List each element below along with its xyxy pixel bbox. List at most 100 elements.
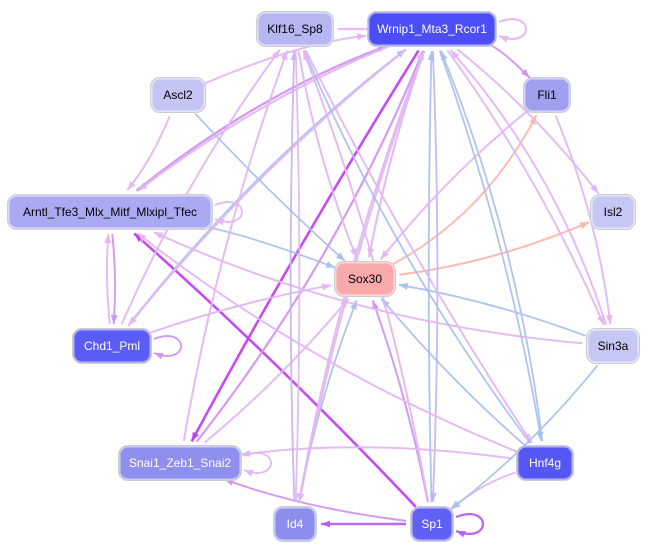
arrowhead-icon [451,500,461,510]
edge [289,50,296,503]
node-label: Arntl_Tfe3_Mlx_Mitf_Mlxipl_Tfec [22,205,198,219]
edge [153,231,583,345]
edge [133,232,417,508]
edge [182,50,289,442]
node-Id4[interactable]: Id4 [273,506,317,542]
arrowhead-icon [137,233,147,242]
node-label: Snai1_Zeb1_Snai2 [128,456,232,470]
node-label: Id4 [286,517,304,531]
arrowhead-icon [536,431,544,442]
edge [120,49,281,325]
node-Wrnip1_Mta3_Rcor1[interactable]: Wrnip1_Mta3_Rcor1 [367,11,497,47]
edge [297,50,358,259]
arrowhead-icon [215,219,225,226]
edge [126,115,171,191]
edge [204,34,367,85]
node-label: Isl2 [603,205,623,219]
edge [298,300,358,503]
edge [195,224,336,269]
edge [379,110,529,260]
arrowhead-icon [349,248,357,258]
edge [153,335,182,357]
edge [240,446,513,460]
node-Chd1_Pml[interactable]: Chd1_Pml [72,328,152,364]
arrowhead-icon [372,300,380,311]
edge [243,452,272,474]
edge [450,364,599,510]
node-label: Sox30 [347,272,383,286]
edge [399,221,590,276]
node-Isl2[interactable]: Isl2 [590,194,636,230]
arrowhead-icon [134,233,144,243]
arrowhead-icon [335,252,345,261]
node-Klf16_Sp8[interactable]: Klf16_Sp8 [256,11,334,47]
edge [398,283,586,337]
node-label: Klf16_Sp8 [267,22,323,36]
arrowhead-icon [104,233,112,244]
arrowhead-icon [280,50,288,61]
edge [190,49,420,442]
arrowhead-icon [303,50,310,61]
edge [450,471,516,510]
node-Sin3a[interactable]: Sin3a [586,328,640,364]
arrowhead-icon [499,36,509,43]
edge [498,18,527,40]
edge [136,232,518,453]
arrowhead-icon [579,222,590,229]
arrowhead-icon [590,184,599,194]
edge [223,478,407,522]
arrowhead-icon [605,314,613,325]
arrowhead-icon [398,282,409,290]
edge [438,50,543,442]
edge [147,284,332,335]
arrowhead-icon [357,33,367,41]
arrowhead-icon [137,182,148,191]
arrowhead-icon [321,283,332,291]
node-label: Sin3a [597,339,629,353]
edge [294,50,301,503]
arrowhead-icon [597,315,604,325]
arrowhead-icon [321,520,330,528]
node-label: Hnf4g [528,456,562,470]
edge [449,49,608,325]
node-Hnf4g[interactable]: Hnf4g [516,445,574,481]
node-Arntl_Tfe3_Mlx_Mitf_Mlxipl_Tfec[interactable]: Arntl_Tfe3_Mlx_Mitf_Mlxipl_Tfec [7,194,213,230]
edge [446,49,605,326]
edge [431,50,439,503]
edge [105,233,111,325]
arrowhead-icon [529,115,537,125]
arrowhead-icon [380,250,390,260]
node-label: Chd1_Pml [83,339,141,353]
edge [304,49,533,444]
edge [391,114,538,266]
arrowhead-icon [244,470,254,477]
node-Sp1[interactable]: Sp1 [410,506,454,542]
arrowhead-icon [110,314,118,325]
arrowhead-icon [271,49,280,59]
edge [195,50,425,443]
arrowhead-icon [429,492,437,503]
node-Snai1_Zeb1_Snai2[interactable]: Snai1_Zeb1_Snai2 [118,445,242,481]
edge [380,297,526,447]
arrowhead-icon [325,261,336,268]
arrowhead-icon [153,232,164,240]
edge [135,44,388,192]
arrowhead-icon [450,50,460,60]
arrowhead-icon [191,431,200,442]
edge [204,297,350,444]
edge [303,50,532,444]
node-Ascl2[interactable]: Ascl2 [150,77,206,113]
edge [194,112,346,262]
edge [137,45,390,192]
node-Sox30[interactable]: Sox30 [334,261,396,297]
node-label: Wrnip1_Mta3_Rcor1 [377,22,487,36]
arrowhead-icon [127,181,136,191]
edge [456,48,600,195]
arrowhead-icon [520,68,530,78]
arrowhead-icon [292,492,300,503]
arrowhead-icon [154,353,164,360]
node-Fli1[interactable]: Fli1 [523,77,571,113]
edge [440,50,544,442]
